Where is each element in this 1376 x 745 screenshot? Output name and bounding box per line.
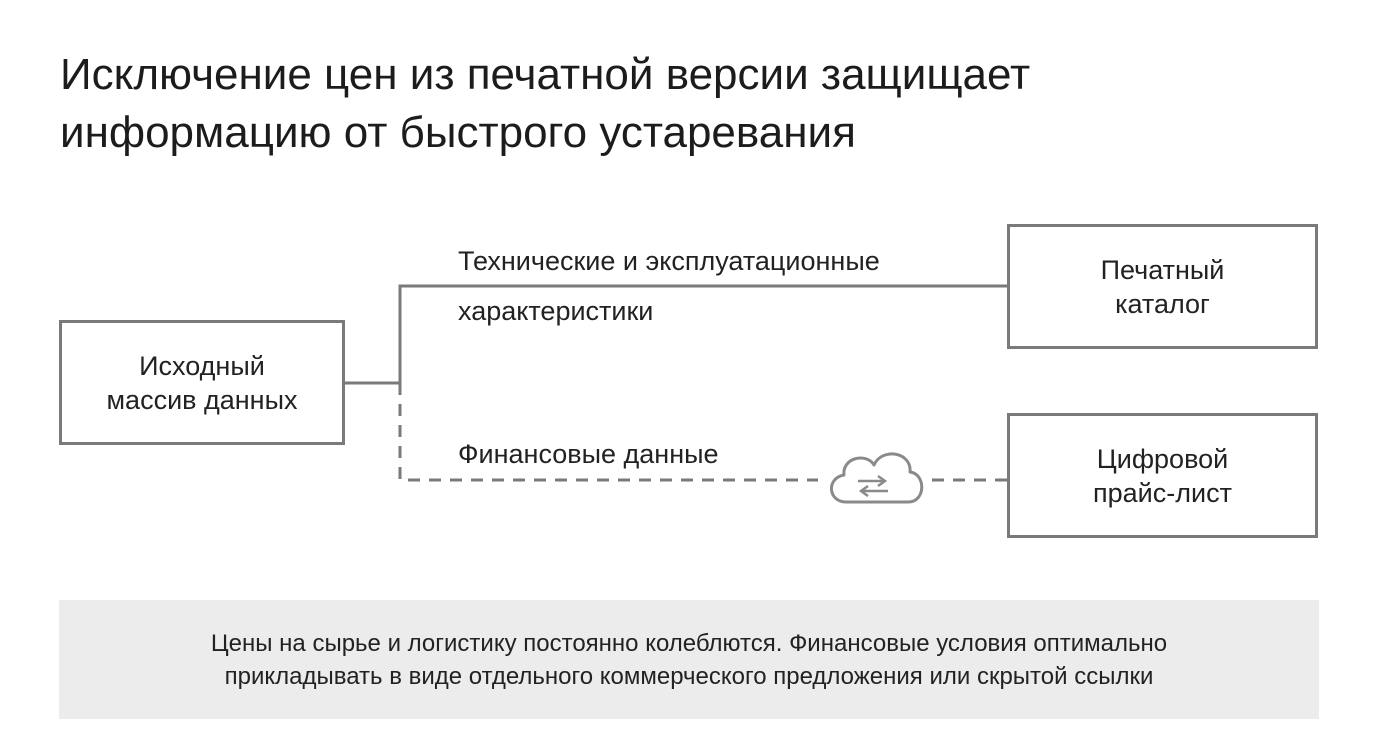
footnote-line-2: прикладывать в виде отдельного коммерчес… xyxy=(224,662,1154,690)
footnote-panel: Цены на сырье и логистику постоянно коле… xyxy=(59,600,1319,719)
print-catalog-label-1: Печатный xyxy=(1100,254,1225,285)
title-line-1: Исключение цен из печатной версии защища… xyxy=(60,50,1031,99)
digital-pricelist-label-2: прайс-лист xyxy=(1093,477,1232,508)
digital-pricelist-box: Цифровой прайс-лист xyxy=(1007,413,1318,538)
connector-financial-left xyxy=(398,383,818,482)
print-catalog-label-2: каталог xyxy=(1115,288,1210,319)
technical-specs-label: Технические и эксплуатационные характери… xyxy=(458,236,880,336)
technical-specs-label-2: характеристики xyxy=(458,296,654,326)
source-data-box: Исходный массив данных xyxy=(59,320,345,445)
digital-pricelist-label-1: Цифровой xyxy=(1096,443,1229,474)
page-title: Исключение цен из печатной версии защища… xyxy=(60,46,1320,162)
footnote-line-1: Цены на сырье и логистику постоянно коле… xyxy=(210,629,1168,657)
financial-data-label: Финансовые данные xyxy=(458,439,719,469)
connector-technical xyxy=(398,284,1007,383)
source-data-label-1: Исходный xyxy=(139,350,265,381)
source-data-label-2: массив данных xyxy=(106,384,298,415)
cloud-sync-icon xyxy=(830,452,924,504)
print-catalog-box: Печатный каталог xyxy=(1007,224,1318,349)
technical-specs-label-1: Технические и эксплуатационные xyxy=(458,246,880,276)
title-line-2: информацию от быстрого устаревания xyxy=(60,108,856,157)
